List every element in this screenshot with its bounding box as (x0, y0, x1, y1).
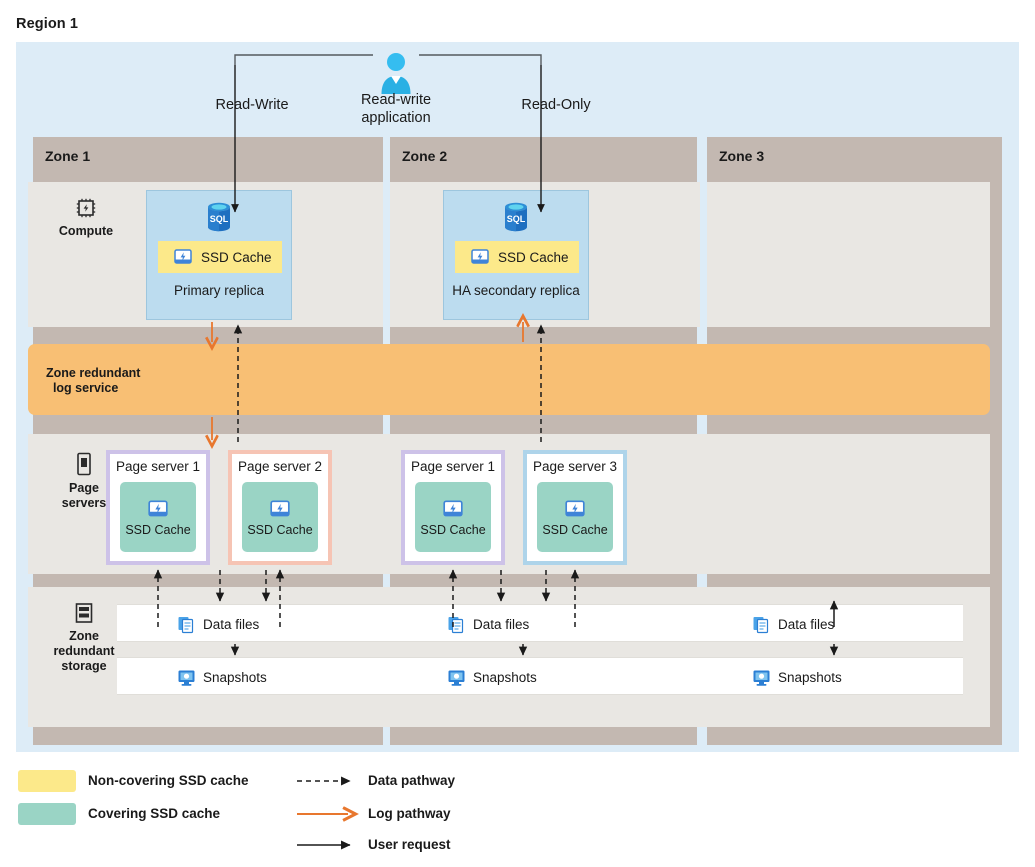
ha-replica-name: HA secondary replica (452, 283, 580, 298)
snapshots-zone-1[interactable]: Snapshots (177, 658, 267, 696)
page-server-4-cache-label: SSD Cache (542, 522, 608, 537)
storage-label-line2: redundant (53, 644, 115, 658)
document-copy-icon (753, 616, 769, 633)
page-server-2-name: Page server 2 (237, 459, 323, 474)
snapshots-zone-2[interactable]: Snapshots (447, 658, 537, 696)
application-label-line2: application (361, 110, 431, 126)
sql-database-icon: SQL (208, 202, 230, 232)
ssd-disk-icon (443, 499, 463, 516)
zone-header-1: Zone 1 (33, 137, 383, 175)
user-icon (381, 53, 411, 94)
snapshot-monitor-icon (753, 670, 770, 686)
application-label-line1: Read-write (360, 92, 432, 108)
legend-label-data-pathway: Data pathway (368, 773, 456, 788)
region-panel: Zone 1 Zone 2 Zone 3 Compute SQL (16, 42, 1019, 752)
legend-label-covering: Covering SSD cache (88, 806, 221, 821)
storage-stack-icon (75, 603, 93, 623)
ha-ssd-cache-label: SSD Cache (498, 249, 569, 265)
page-server-1-cache: SSD Cache (120, 482, 196, 552)
snapshot-monitor-icon (178, 670, 195, 686)
storage-label-line3: storage (61, 659, 107, 673)
zone-redundant-log-service: Zone redundant log service (28, 344, 990, 415)
log-service-label-line2: log service (52, 381, 119, 395)
compute-row-label: Compute (46, 197, 126, 239)
region-title: Region 1 (16, 16, 79, 32)
page-servers-row-label: Page servers (44, 452, 124, 511)
ssd-disk-icon (565, 499, 585, 516)
page-server-4-cache: SSD Cache (537, 482, 613, 552)
page-server-card-3[interactable]: Page server 1 SSD Cache (401, 450, 505, 565)
legend-label-user-request: User request (368, 837, 451, 852)
page-server-3-cache-label: SSD Cache (420, 522, 486, 537)
compute-label-text: Compute (58, 224, 114, 238)
read-only-label: Read-Only (521, 97, 591, 113)
snapshots-label-3: Snapshots (778, 669, 842, 685)
legend-label-log-pathway: Log pathway (368, 806, 451, 821)
legend-label-non-covering: Non-covering SSD cache (88, 773, 249, 788)
ssd-disk-icon (148, 499, 168, 516)
snapshots-label-1: Snapshots (203, 669, 267, 685)
read-write-label: Read-Write (215, 97, 289, 113)
document-copy-icon (178, 616, 194, 633)
data-files-label-2: Data files (473, 616, 530, 632)
page-server-3-name: Page server 1 (410, 459, 496, 474)
sql-database-icon: SQL (505, 202, 527, 232)
page-servers-label-line1: Page (69, 481, 99, 495)
log-service-label: Zone redundant log service (46, 366, 140, 396)
primary-ssd-cache-bar: SSD Cache (158, 241, 282, 273)
ssd-disk-icon (174, 249, 192, 264)
page-server-3-cache: SSD Cache (415, 482, 491, 552)
ssd-disk-icon (471, 249, 489, 264)
snapshots-row: Snapshots Snapshots Snapshots (117, 657, 963, 695)
page-server-card-1[interactable]: Page server 1 SSD Cache (106, 450, 210, 565)
page-server-2-cache: SSD Cache (242, 482, 318, 552)
data-files-label-3: Data files (778, 616, 835, 632)
log-service-label-line1: Zone redundant (46, 366, 141, 380)
page-servers-label-line2: servers (61, 496, 107, 510)
page-server-1-name: Page server 1 (115, 459, 201, 474)
ha-ssd-cache-bar: SSD Cache (455, 241, 579, 273)
data-files-zone-2[interactable]: Data files (447, 605, 529, 643)
ssd-disk-icon (270, 499, 290, 516)
svg-text:SQL: SQL (507, 214, 526, 224)
storage-row-label: Zone redundant storage (44, 602, 124, 674)
legend-arrow-log-pathway (297, 806, 362, 822)
page-server-4-name: Page server 3 (532, 459, 618, 474)
data-files-row: Data files Data files Data files (117, 604, 963, 642)
snapshots-zone-3[interactable]: Snapshots (752, 658, 842, 696)
primary-ssd-cache-label: SSD Cache (201, 249, 272, 265)
legend-swatch-covering (18, 803, 76, 825)
data-files-label-1: Data files (203, 616, 260, 632)
snapshot-monitor-icon (448, 670, 465, 686)
page-server-2-cache-label: SSD Cache (247, 522, 313, 537)
storage-label-line1: Zone (69, 629, 99, 643)
server-icon (77, 452, 91, 476)
legend: Non-covering SSD cache Covering SSD cach… (16, 765, 1016, 865)
document-copy-icon (448, 616, 464, 633)
legend-swatch-non-covering (18, 770, 76, 792)
zone-header-2: Zone 2 (390, 137, 697, 175)
page-server-card-4[interactable]: Page server 3 SSD Cache (523, 450, 627, 565)
snapshots-label-2: Snapshots (473, 669, 537, 685)
replica-card-ha-secondary[interactable]: SQL SSD Cache HA secondary replica (443, 190, 589, 320)
application-label: Read-write application (334, 91, 458, 127)
data-files-zone-1[interactable]: Data files (177, 605, 259, 643)
primary-replica-name: Primary replica (173, 283, 265, 298)
replica-card-primary[interactable]: SQL SSD Cache Primary replica (146, 190, 292, 320)
data-files-zone-3[interactable]: Data files (752, 605, 834, 643)
application-layer: Read-write application Read-Write Read-O… (16, 42, 1019, 137)
page-server-1-cache-label: SSD Cache (125, 522, 191, 537)
page-server-card-2[interactable]: Page server 2 SSD Cache (228, 450, 332, 565)
zone-header-3: Zone 3 (707, 137, 1002, 175)
svg-text:SQL: SQL (210, 214, 229, 224)
cpu-chip-icon (76, 198, 96, 218)
legend-arrow-data-pathway (297, 776, 351, 786)
legend-arrow-user-request (297, 840, 351, 850)
